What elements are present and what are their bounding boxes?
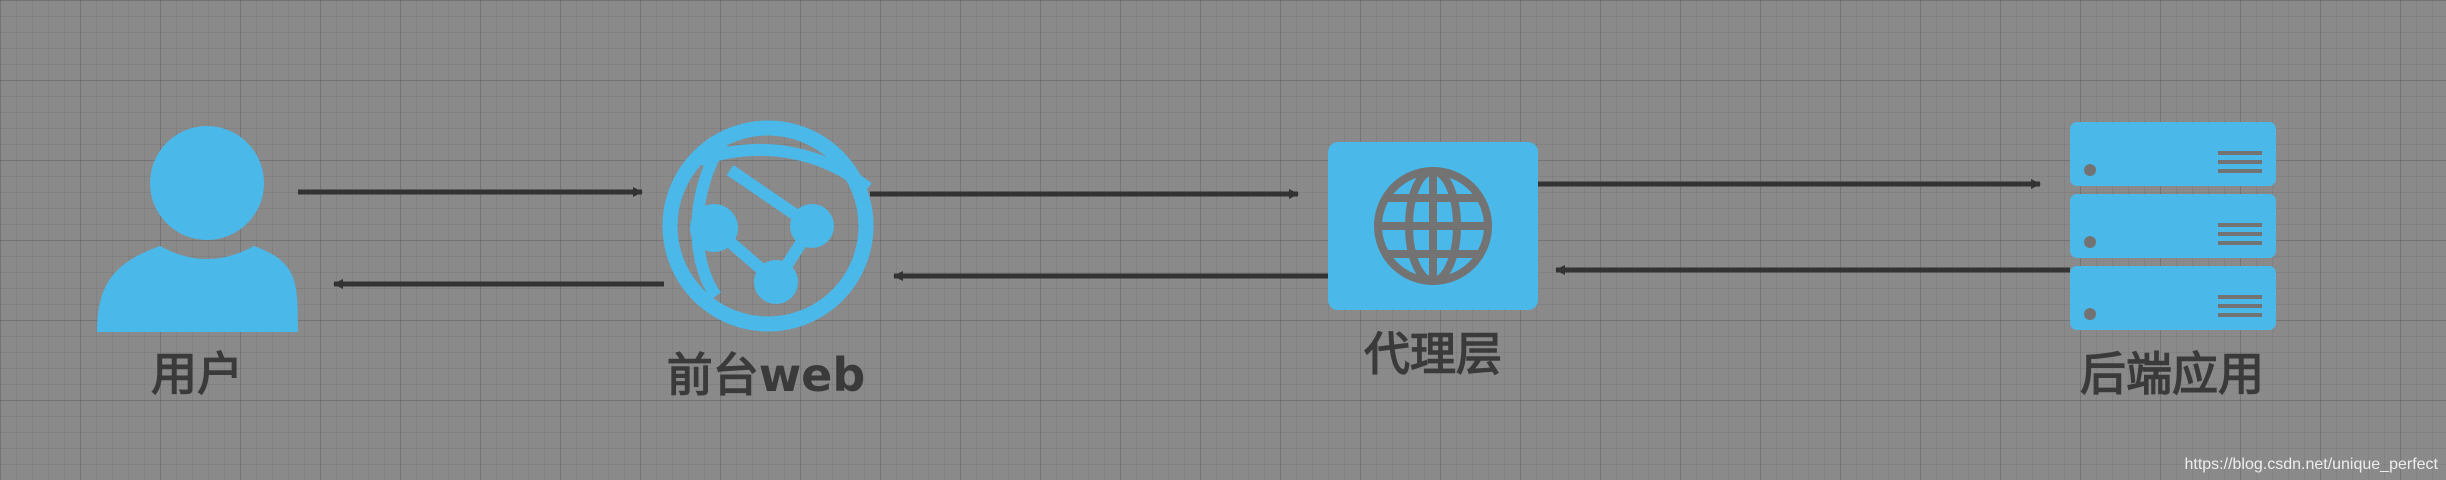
proxy-node: 代理层 — [1328, 142, 1538, 381]
backend-label: 后端应用 — [2080, 347, 2264, 401]
user-icon — [97, 126, 298, 332]
frontend-label: 前台web — [667, 348, 866, 402]
globe-icon — [1374, 167, 1492, 285]
user-label: 用户 — [151, 347, 243, 401]
proxy-label: 代理层 — [1363, 327, 1502, 381]
server-stack-icon — [2070, 122, 2276, 330]
frontend-node: 前台web — [662, 120, 874, 402]
backend-node: 后端应用 — [2070, 122, 2276, 401]
web-app-icon — [662, 120, 874, 332]
user-node: 用户 — [97, 126, 298, 401]
watermark: https://blog.csdn.net/unique_perfect — [2184, 456, 2438, 473]
